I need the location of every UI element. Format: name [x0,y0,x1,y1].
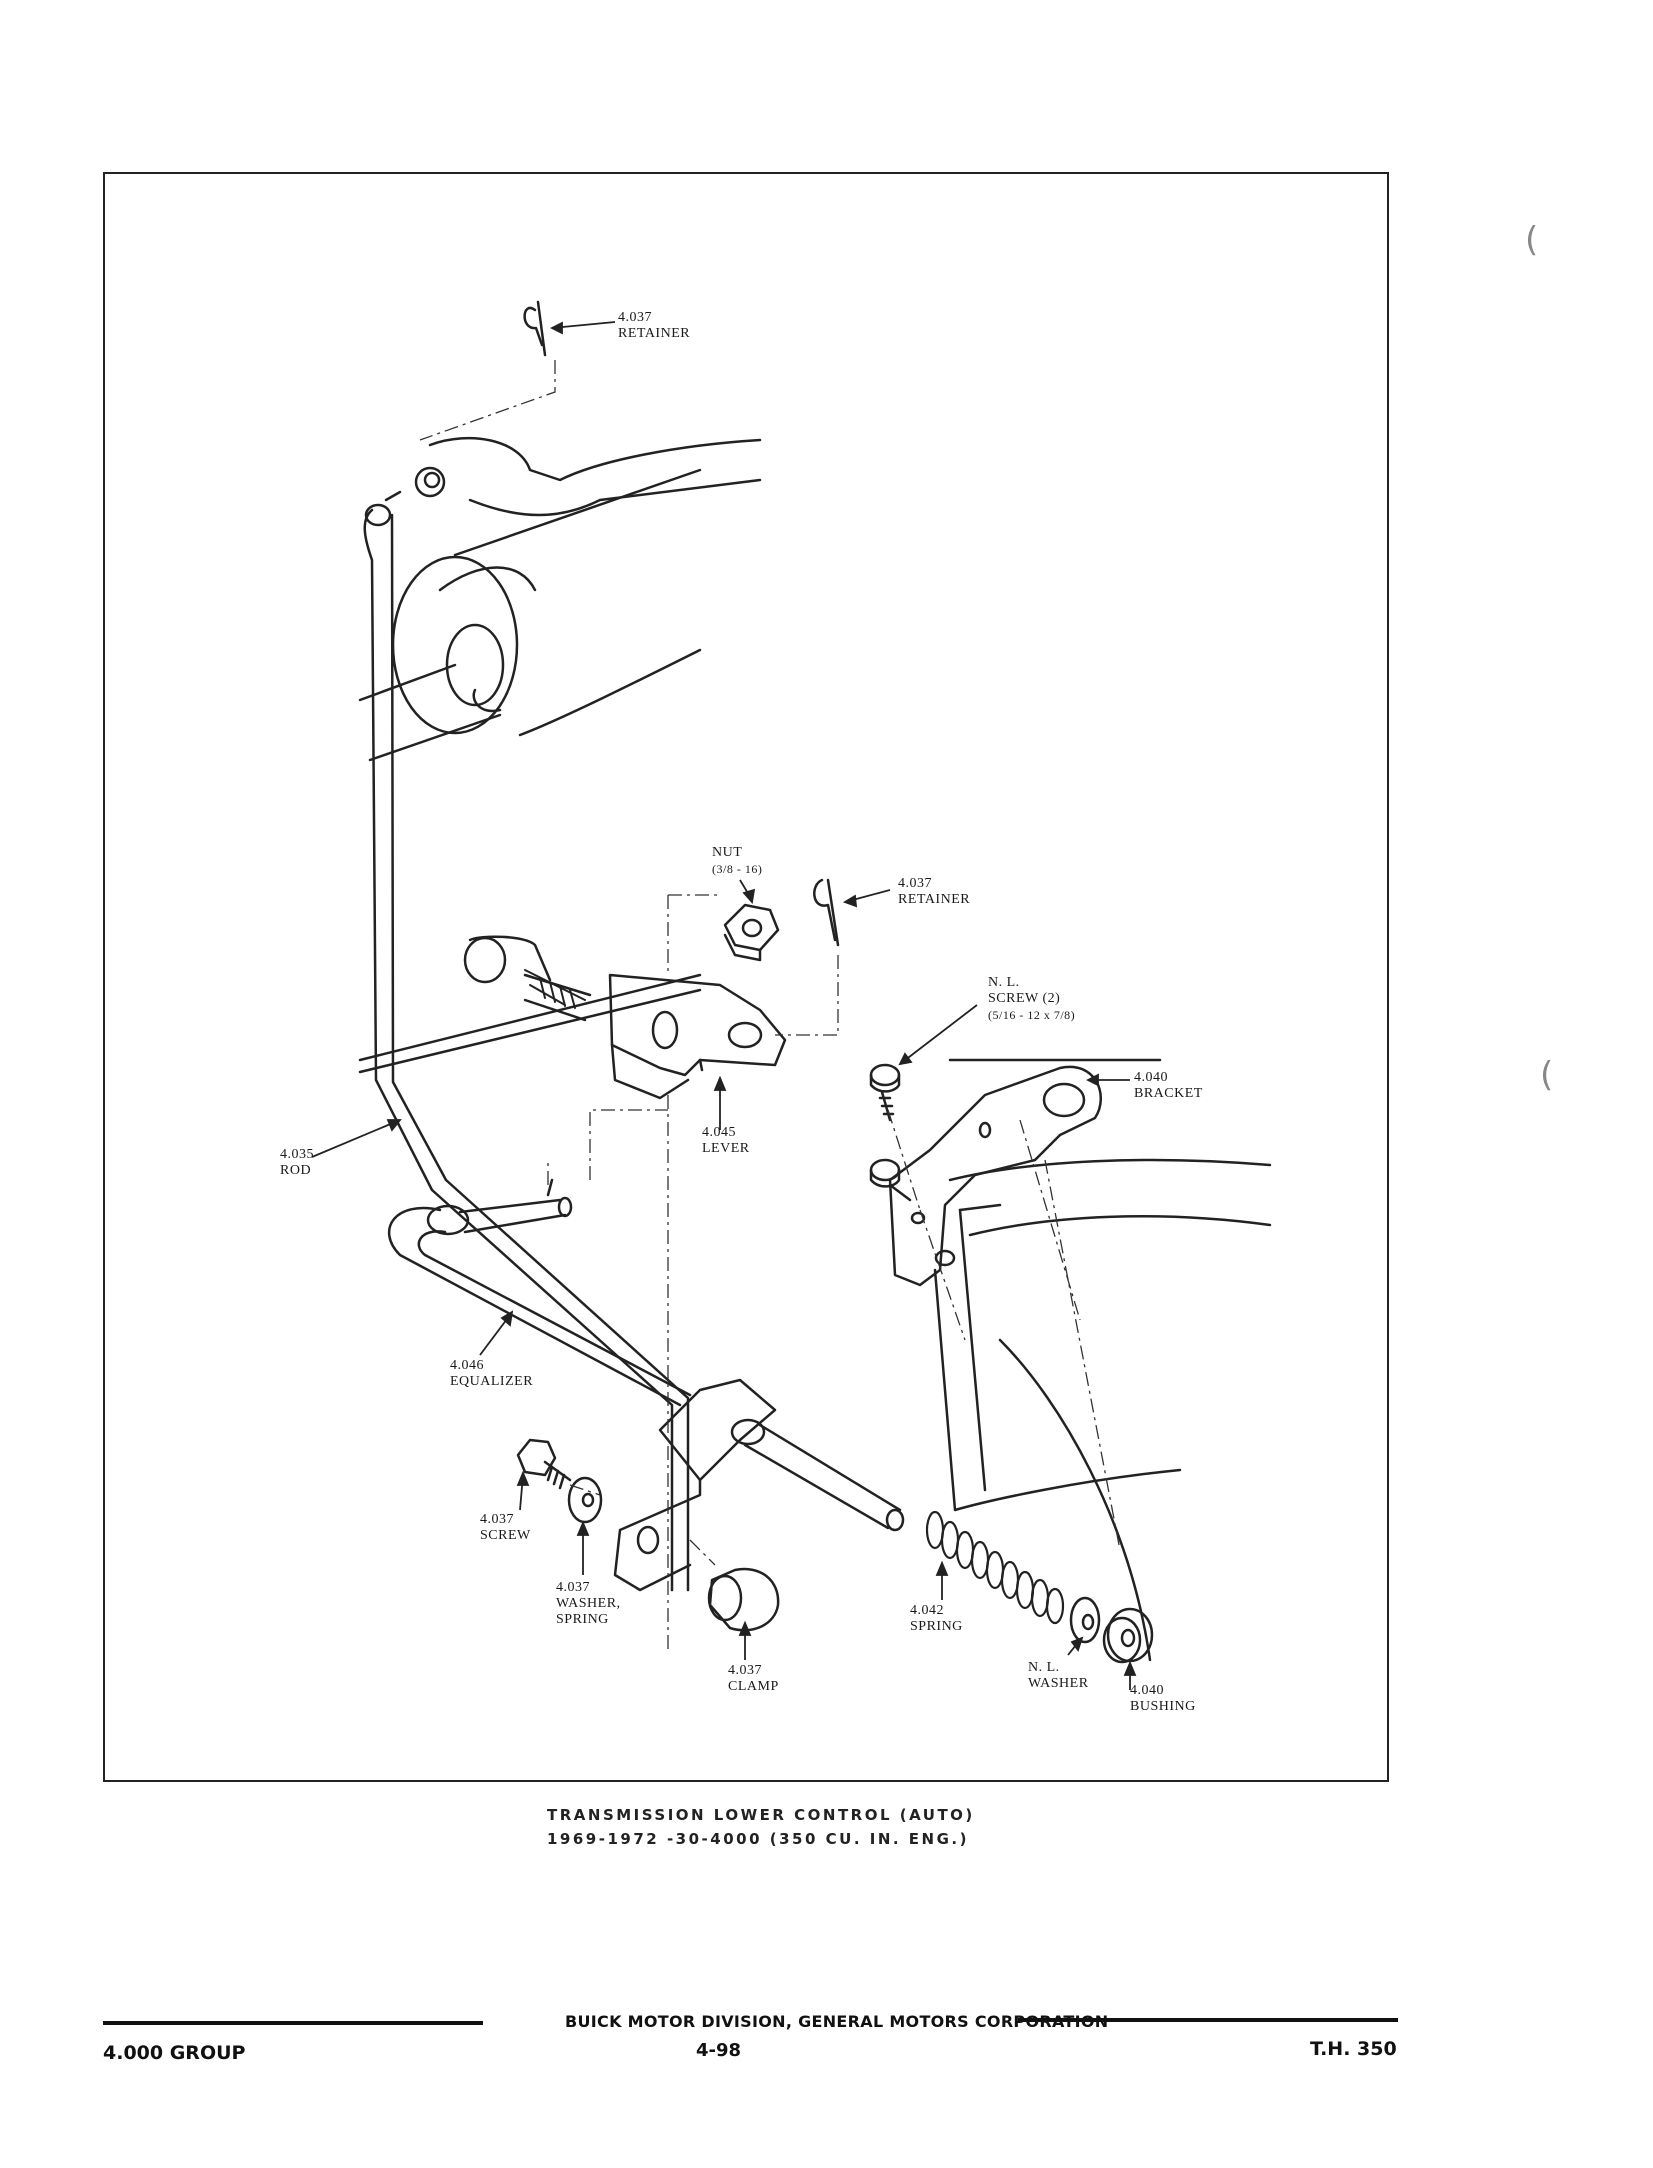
spring-label: 4.042 SPRING [910,1603,963,1635]
footer-transmission: T.H. 350 [1310,2038,1397,2060]
margin-mark-top: ( [1525,220,1539,260]
screw-name: SCREW [480,1528,531,1543]
washer-spring-label: 4.037 WASHER, SPRING [556,1580,621,1628]
caption-line1: TRANSMISSION LOWER CONTROL (AUTO) [547,1806,975,1824]
lever-part [608,973,787,1100]
bushing-number: 4.040 [1130,1683,1164,1698]
bracket-part [888,1058,1162,1287]
clamp-icon [707,1567,780,1632]
equalizer-label: 4.046 EQUALIZER [450,1358,533,1390]
retainer-mid-label: 4.037 RETAINER [898,876,970,908]
washer-spring-name1: WASHER, [556,1596,621,1611]
clamp-name: CLAMP [728,1679,779,1694]
column-shaft [358,935,702,1074]
footer-publisher: BUICK MOTOR DIVISION, GENERAL MOTORS COR… [565,2012,1109,2031]
washer-nl-name: WASHER [1028,1676,1089,1691]
washer-nl-prefix: N. L. [1028,1660,1060,1675]
bushing-name: BUSHING [1130,1699,1196,1714]
equalizer-part [387,1178,692,1407]
rod-label: 4.035 ROD [280,1147,314,1179]
rod-number: 4.035 [280,1147,314,1162]
spring-icon [925,1510,1065,1625]
retainer-top-label: 4.037 RETAINER [618,310,690,342]
screw-nl-spec: (5/16 - 12 x 7/8) [988,1008,1076,1022]
equalizer-name: EQUALIZER [450,1374,534,1389]
screw-number: 4.037 [480,1512,514,1527]
nut-name: NUT [712,845,743,860]
washer-spring-name2: SPRING [556,1612,609,1627]
footer-rule-right [1018,2018,1398,2022]
retainer-mid-icon [813,878,840,947]
nl-washer-icon [1069,1596,1101,1644]
rod-name: ROD [280,1163,312,1178]
nut-spec: (3/8 - 16) [712,862,763,876]
bushing-label: 4.040 BUSHING [1130,1683,1196,1715]
screw-nl-name: SCREW (2) [988,991,1061,1006]
bracket-number: 4.040 [1134,1070,1168,1085]
clamp-number: 4.037 [728,1663,762,1678]
washer-spring-icon [567,1476,603,1524]
lever-number: 4.045 [702,1125,736,1140]
retainer-mid-number: 4.037 [898,876,932,891]
transmission-case [358,436,762,762]
spring-name: SPRING [910,1619,963,1634]
margin-mark-middle: ( [1540,1055,1554,1095]
lever-name: LEVER [702,1141,750,1156]
transmission-body-right [933,1158,1272,1662]
retainer-top-name: RETAINER [618,326,691,341]
figure-frame [103,172,1389,1782]
washer-spring-number: 4.037 [556,1580,590,1595]
spring-number: 4.042 [910,1603,944,1618]
lever-label: 4.045 LEVER [702,1125,750,1157]
caption-line2: 1969-1972 -30-4000 (350 CU. IN. ENG.) [547,1830,969,1848]
retainer-mid-name: RETAINER [898,892,971,907]
washer-nl-label: N. L. WASHER [1028,1660,1089,1692]
equalizer-number: 4.046 [450,1358,484,1373]
retainer-top-icon [523,300,547,357]
nut-label: NUT (3/8 - 16) [712,845,762,877]
bracket-label: 4.040 BRACKET [1134,1070,1203,1102]
lower-mount [613,1378,905,1592]
screw-label: 4.037 SCREW [480,1512,531,1544]
threaded-stud [524,969,586,1009]
bracket-name: BRACKET [1134,1086,1203,1101]
screw-nl-label: N. L. SCREW (2) (5/16 - 12 x 7/8) [988,975,1075,1023]
screw-icon [516,1438,572,1490]
retainer-top-number: 4.037 [618,310,652,325]
screw-nl-prefix: N. L. [988,975,1020,990]
footer-group: 4.000 GROUP [103,2042,246,2064]
nut-icon [723,903,780,962]
footer-rule-left [103,2021,483,2025]
footer-page-number: 4-98 [696,2040,742,2061]
rod-part [363,466,690,1592]
nl-screw-icon [869,1063,912,1202]
clamp-label: 4.037 CLAMP [728,1663,779,1695]
